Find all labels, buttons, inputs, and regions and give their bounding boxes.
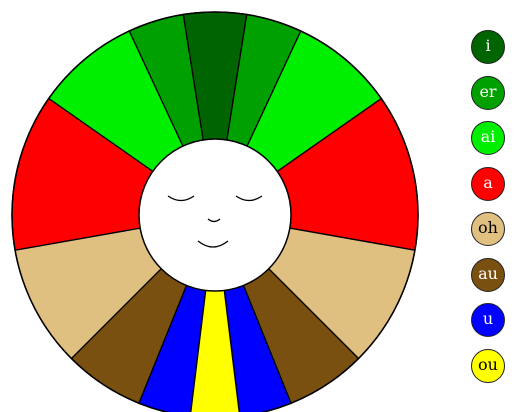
smiling-face-icon [139,139,291,291]
